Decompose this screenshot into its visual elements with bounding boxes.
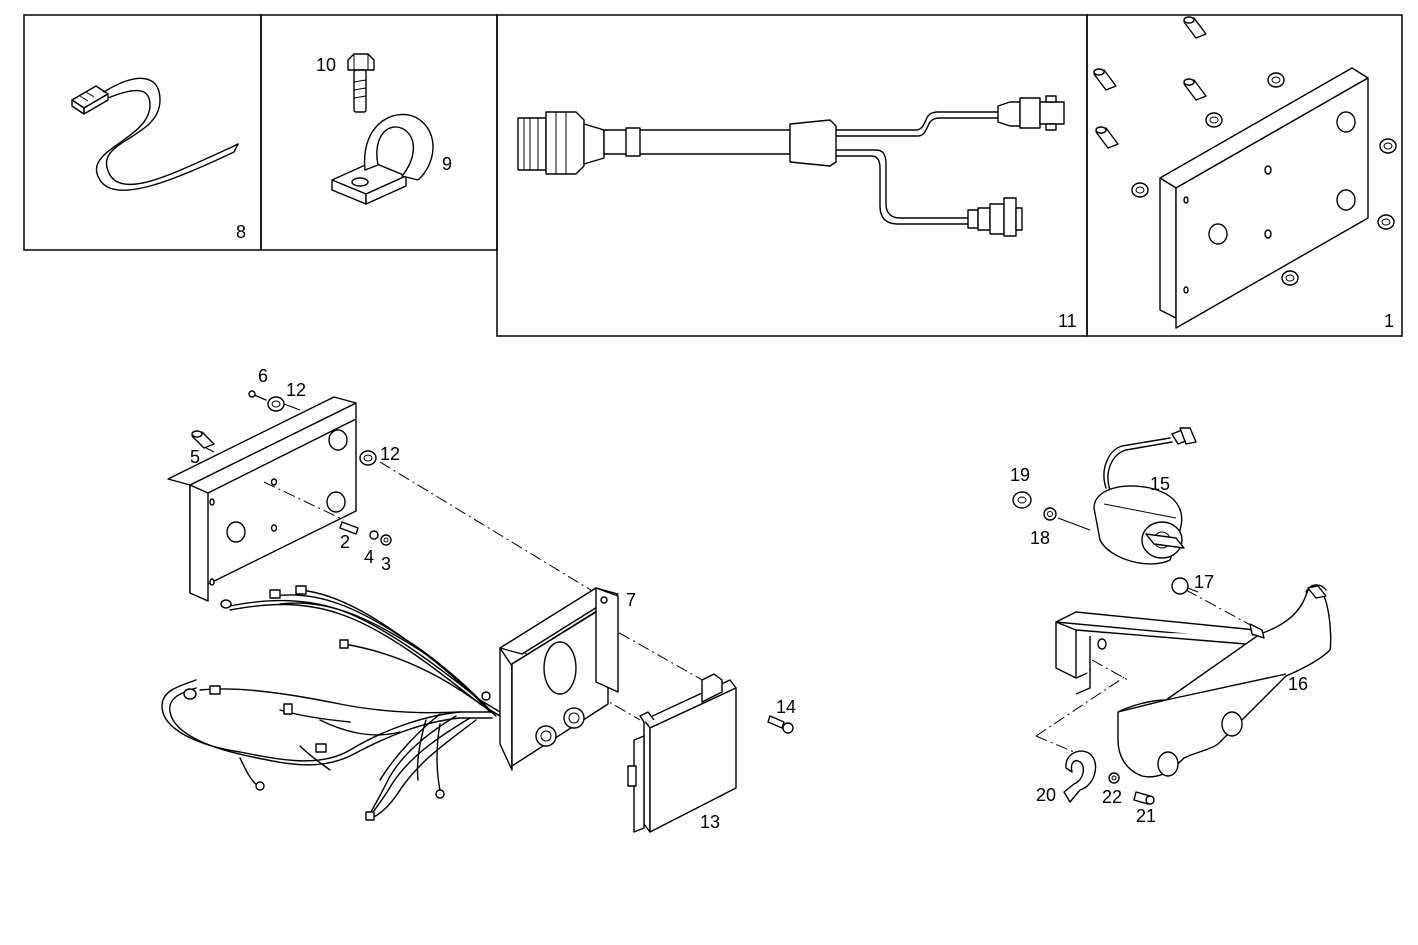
callout-20: 20 [1036, 785, 1056, 805]
callout-9: 9 [442, 154, 452, 174]
engine-wire-harness [161, 585, 501, 821]
bushing-nuts [1131, 72, 1397, 286]
left-assembly [161, 390, 794, 833]
inset-frame-11 [496, 14, 1088, 337]
callout-16: 16 [1288, 674, 1308, 694]
mounting-plate-kit-part [1093, 16, 1397, 329]
callout-4: 4 [364, 547, 374, 567]
callout-13: 13 [700, 812, 720, 832]
callout-1: 1 [1384, 311, 1394, 331]
callout-18: 18 [1030, 528, 1050, 548]
callout-8: 8 [236, 222, 246, 242]
callout-22: 22 [1102, 787, 1122, 807]
inset-frame-1 [1086, 14, 1403, 337]
callout-14: 14 [776, 697, 796, 717]
right-assembly [1012, 427, 1332, 805]
callout-15: 15 [1150, 474, 1170, 494]
callout-10: 10 [316, 55, 336, 75]
callout-5: 5 [190, 447, 200, 467]
bolt-part [347, 53, 375, 113]
inset-frame-8 [23, 14, 262, 251]
callout-2: 2 [340, 532, 350, 552]
callout-3: 3 [381, 554, 391, 574]
wiring-harness-part [517, 95, 1065, 237]
callout-6: 6 [258, 366, 268, 386]
cable-tie-part [71, 77, 239, 191]
callout-11: 11 [1058, 311, 1077, 331]
callout-21: 21 [1136, 806, 1156, 826]
callout-7: 7 [626, 590, 636, 610]
p-clamp-part [331, 113, 434, 205]
callout-19: 19 [1010, 465, 1030, 485]
inset-frames [23, 14, 1403, 337]
callout-labels: 1 2 3 4 5 6 7 8 9 10 11 12 12 13 14 15 1… [190, 55, 1394, 832]
callout-12-upper: 12 [286, 380, 306, 400]
callout-12-lower: 12 [380, 444, 400, 464]
callout-17: 17 [1194, 572, 1214, 592]
